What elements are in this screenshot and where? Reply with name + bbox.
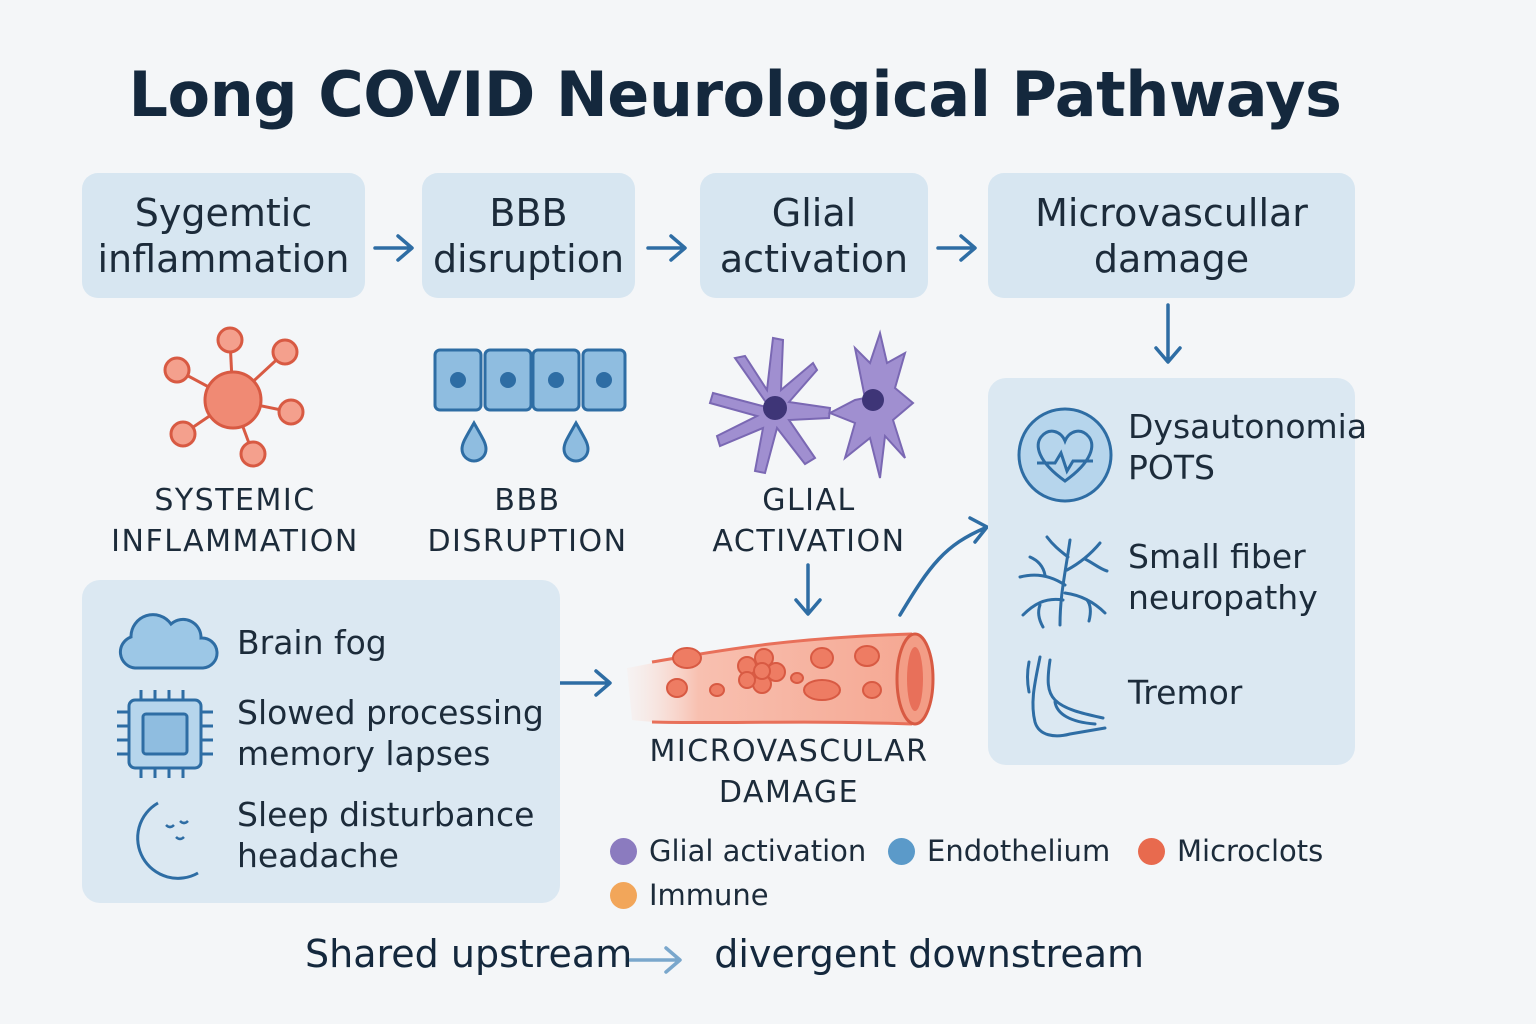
symptom-brain-fog: Brain fog bbox=[237, 622, 387, 663]
legend-label: Microclots bbox=[1177, 834, 1324, 868]
legend-swatch bbox=[888, 837, 915, 865]
symptom-line1: Small fiber bbox=[1128, 537, 1306, 576]
caption-line2: DISRUPTION bbox=[427, 524, 628, 559]
legend-swatch bbox=[610, 881, 637, 909]
footer-caption: Shared upstream divergent downstream bbox=[305, 932, 1144, 976]
caption-systemic-inflammation: SYSTEMIC INFLAMMATION bbox=[95, 480, 375, 562]
stage-label-line1: Sygemtic bbox=[134, 190, 313, 235]
legend-label: Endothelium bbox=[927, 834, 1111, 868]
caption-line2: ACTIVATION bbox=[712, 524, 906, 559]
caption-line1: MICROVASCULAR bbox=[649, 734, 929, 769]
caption-line1: GLIAL bbox=[762, 483, 856, 518]
caption-bbb-disruption: BBB DISRUPTION bbox=[415, 480, 640, 562]
blood-vessel-icon bbox=[627, 632, 935, 726]
caption-line1: BBB bbox=[494, 483, 561, 518]
legend-item-endothelium: Endothelium bbox=[888, 834, 1110, 868]
blood-brain-barrier-icon bbox=[433, 348, 627, 463]
legend-label: Immune bbox=[649, 878, 769, 912]
symptom-line1: Brain fog bbox=[237, 623, 387, 662]
stage-label-line1: BBB bbox=[489, 190, 568, 235]
symptom-line2: neuropathy bbox=[1128, 578, 1318, 617]
caption-glial-activation: GLIAL ACTIVATION bbox=[695, 480, 923, 562]
stage-label-line2: damage bbox=[1093, 236, 1250, 281]
diagram-title: Long COVID Neurological Pathways bbox=[128, 58, 1342, 131]
moon-icon bbox=[136, 801, 199, 880]
stage-label-line2: activation bbox=[719, 236, 909, 281]
symptom-tremor: Tremor bbox=[1128, 672, 1242, 713]
symptom-line2: memory lapses bbox=[237, 734, 491, 773]
heart-icon bbox=[1017, 407, 1113, 503]
legend-label: Glial activation bbox=[649, 834, 867, 868]
footer-left: Shared upstream bbox=[305, 932, 633, 976]
legend-swatch bbox=[1138, 837, 1165, 865]
stage-label-line2: inflammation bbox=[97, 236, 350, 281]
stage-label-line1: Glial bbox=[771, 190, 857, 235]
symptom-line1: Slowed processing bbox=[237, 693, 544, 732]
legend-item-immune: Immune bbox=[610, 878, 769, 912]
symptom-line1: Tremor bbox=[1128, 673, 1243, 712]
caption-line2: INFLAMMATION bbox=[111, 524, 359, 559]
symptom-line1: Sleep disturbance bbox=[237, 795, 535, 834]
nerve-icon bbox=[1018, 535, 1109, 629]
symptom-line2: headache bbox=[237, 836, 399, 875]
cloud-icon bbox=[118, 613, 219, 670]
chip-icon bbox=[117, 690, 213, 778]
legend-swatch bbox=[610, 837, 637, 865]
stage-label-line1: Microvascullar bbox=[1035, 190, 1308, 235]
footer-right: divergent downstream bbox=[714, 932, 1144, 976]
symptom-line2: POTS bbox=[1128, 448, 1215, 487]
legend-item-microclots: Microclots bbox=[1138, 834, 1323, 868]
caption-line1: SYSTEMIC bbox=[154, 483, 316, 518]
legend-item-glial-activation: Glial activation bbox=[610, 834, 866, 868]
caption-line2: DAMAGE bbox=[718, 775, 860, 810]
caption-microvascular-damage: MICROVASCULAR DAMAGE bbox=[630, 731, 948, 813]
glial-cell-icon bbox=[708, 329, 915, 479]
stage-label-line2: disruption bbox=[432, 236, 625, 281]
tremor-hand-icon bbox=[1026, 655, 1107, 738]
symptom-line1: Dysautonomia bbox=[1128, 407, 1368, 446]
immune-cell-icon bbox=[163, 326, 305, 468]
stage-arrow bbox=[373, 234, 1182, 974]
